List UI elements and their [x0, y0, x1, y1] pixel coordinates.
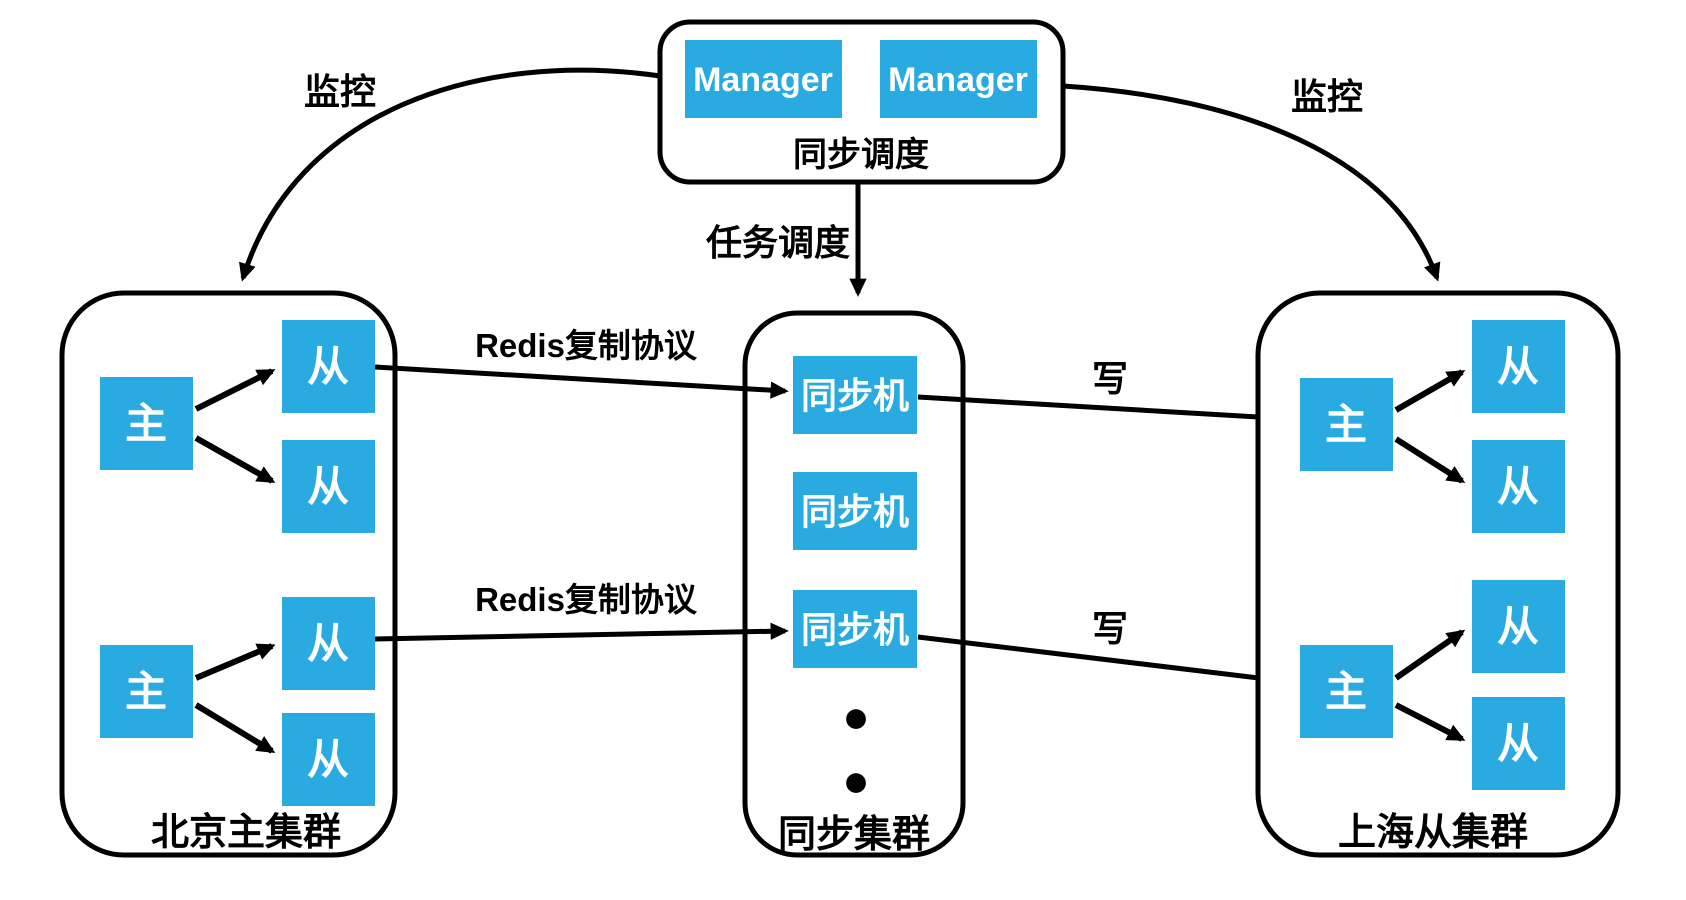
shanghai-slave-node-2a	[1472, 580, 1565, 673]
ellipsis-dot-1: ●	[842, 690, 870, 742]
sync-machine-2-label: 同步机	[801, 491, 909, 532]
shanghai-master-node-1	[1300, 378, 1393, 471]
shanghai-master-node-2	[1300, 645, 1393, 738]
shanghai-cluster-label: 上海从集群	[1338, 812, 1528, 854]
shanghai-master2-slave2a-arrow	[1394, 629, 1466, 681]
sync-cluster-frame	[742, 310, 966, 858]
monitor-left-label: 监控	[304, 71, 376, 112]
shanghai-slave-2b-label: 从	[1497, 720, 1539, 767]
shanghai-master1-slave1b-arrow	[1394, 436, 1466, 484]
shanghai-slave-1a-label: 从	[1497, 343, 1539, 390]
sync-machine-1-label: 同步机	[801, 375, 909, 416]
sync-machine-node-3	[793, 590, 917, 668]
beijing-slave-node-1a	[282, 320, 375, 413]
beijing-master1-slave1a-arrow	[194, 368, 276, 412]
manager-node-2	[880, 40, 1037, 118]
ellipsis-dot-2: ●	[842, 754, 870, 806]
manager-node-1-label: Manager	[693, 61, 833, 99]
beijing-slave-1a-label: 从	[307, 343, 349, 390]
shanghai-master2-slave2b-arrow	[1394, 702, 1466, 742]
write-bottom-arrow	[917, 634, 1296, 689]
task-schedule-label: 任务调度	[706, 222, 850, 263]
write-top-arrow	[917, 394, 1296, 427]
beijing-slave-node-1b	[282, 440, 375, 533]
beijing-master-node-2	[100, 645, 193, 738]
redis-replication-top-arrow	[374, 364, 789, 399]
manager-node-2-label: Manager	[888, 61, 1028, 99]
beijing-master1-slave1b-arrow	[194, 435, 276, 484]
beijing-master-2-label: 主	[125, 668, 167, 715]
beijing-master-1-label: 主	[125, 400, 167, 447]
sync-machine-node-2	[793, 472, 917, 550]
beijing-slave-1b-label: 从	[307, 463, 349, 510]
monitor-left-arrow	[239, 67, 661, 282]
write-bottom-label: 写	[1092, 608, 1128, 649]
write-top-label: 写	[1092, 358, 1128, 399]
beijing-slave-2a-label: 从	[307, 620, 349, 667]
beijing-master2-slave2b-arrow	[194, 702, 276, 754]
shanghai-master-1-label: 主	[1325, 401, 1367, 448]
beijing-slave-node-2a	[282, 597, 375, 690]
shanghai-slave-node-1b	[1472, 440, 1565, 533]
redis-replication-top-label: Redis复制协议	[475, 327, 698, 364]
shanghai-slave-2a-label: 从	[1497, 603, 1539, 650]
beijing-cluster-label: 北京主集群	[151, 812, 341, 854]
beijing-slave-2b-label: 从	[307, 736, 349, 783]
beijing-slave-node-2b	[282, 713, 375, 806]
shanghai-slave-1b-label: 从	[1497, 463, 1539, 510]
shanghai-slave-node-1a	[1472, 320, 1565, 413]
sync-machine-node-1	[793, 356, 917, 434]
sync-cluster-label: 同步集群	[778, 814, 930, 856]
sync-machine-3-label: 同步机	[801, 609, 909, 650]
beijing-master2-slave2a-arrow	[194, 643, 276, 681]
redis-replication-bottom-label: Redis复制协议	[475, 581, 698, 618]
scheduler-label: 同步调度	[793, 136, 929, 174]
shanghai-slave-node-2b	[1472, 697, 1565, 790]
monitor-right-label: 监控	[1291, 76, 1363, 117]
manager-node-1	[685, 40, 842, 118]
shanghai-master1-slave1a-arrow	[1394, 369, 1466, 413]
shanghai-master-2-label: 主	[1325, 668, 1367, 715]
redis-replication-bottom-arrow	[374, 622, 789, 642]
monitor-right-arrow	[1062, 83, 1441, 282]
beijing-master-node-1	[100, 377, 193, 470]
